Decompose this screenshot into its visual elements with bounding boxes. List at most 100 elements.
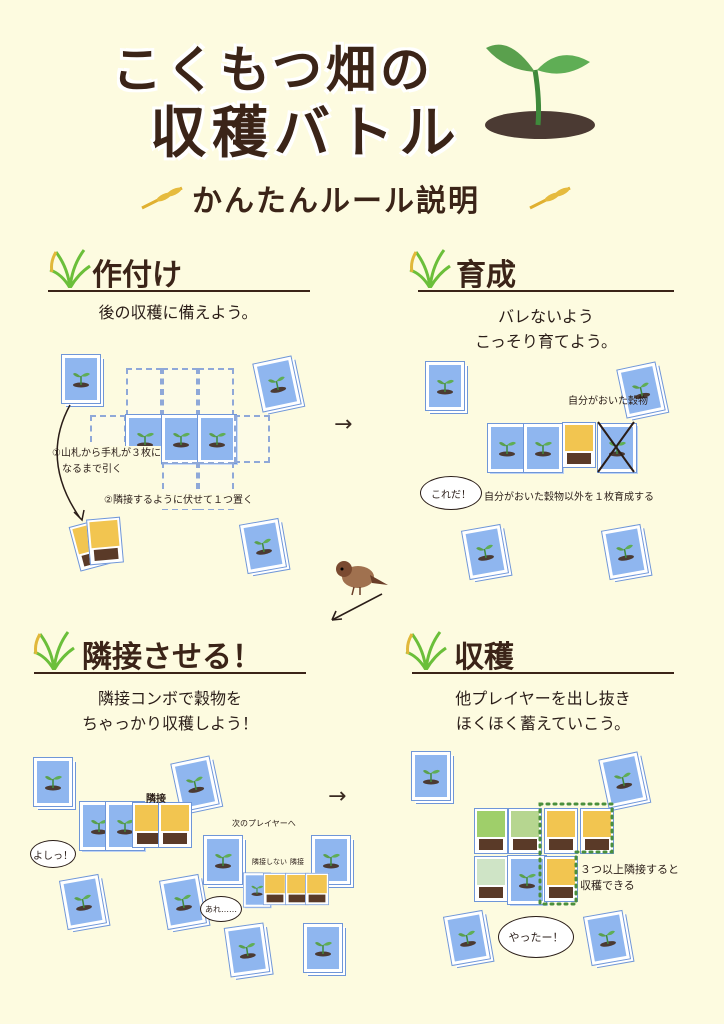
- deck-card: [62, 355, 100, 403]
- grain-card: [580, 808, 614, 854]
- planting-note-1: ①山札から手札が３枚に なるまで引く: [52, 446, 161, 478]
- label-adjacent-2: 隣接: [290, 858, 304, 866]
- sprout-icon: [186, 776, 205, 793]
- deck-card: [160, 875, 206, 929]
- empty-slot: [198, 368, 234, 416]
- rice-plant-icon: [405, 631, 447, 670]
- label-next-player: 次のプレイヤーへ: [232, 819, 296, 828]
- sprout-icon: [45, 775, 62, 791]
- sprout-icon: [476, 544, 494, 561]
- divider: [48, 290, 310, 292]
- harvest-group-outline: [538, 802, 614, 906]
- page-subtitle: かんたんルール説明: [192, 184, 480, 219]
- adjacent-description: 隣接コンボで穀物を ちゃっかり収穫しよう！: [81, 689, 258, 733]
- growing-note-other: 自分がおいた穀物以外を１枚育成する: [484, 492, 654, 503]
- sprout-icon: [73, 372, 90, 388]
- deck-card: [412, 752, 450, 800]
- deck-card: [253, 356, 301, 412]
- placed-card: [524, 424, 562, 472]
- grown-card: [562, 422, 596, 468]
- sprout-icon: [632, 382, 651, 399]
- deck-card: [462, 525, 508, 579]
- speech-bubble: あれ……: [200, 896, 242, 922]
- arrow-right-icon: →: [328, 784, 347, 809]
- sprout-icon: [215, 853, 232, 869]
- section-title-planting: 作付け: [92, 258, 182, 293]
- arrow-right-icon: →: [334, 412, 353, 437]
- sprout-icon: [458, 930, 476, 947]
- planting-note-2: ②隣接するように伏せて１つ置く: [104, 493, 253, 509]
- empty-slot: [126, 368, 162, 416]
- divider: [418, 290, 674, 292]
- deck-card: [602, 525, 648, 579]
- deck-card: [584, 911, 630, 965]
- sprout-icon: [268, 376, 287, 393]
- sprout-icon: [117, 819, 134, 835]
- section-title-adjacent: 隣接させる！: [82, 640, 262, 675]
- placed-card: [162, 415, 200, 463]
- sprout-icon: [315, 941, 332, 957]
- deck-card: [204, 836, 242, 884]
- divider: [412, 672, 674, 674]
- deck-card: [224, 923, 270, 977]
- empty-slot: [234, 415, 270, 463]
- wheat-icon: [529, 186, 571, 210]
- deck-card: [240, 519, 286, 573]
- sprout-icon: [174, 894, 192, 911]
- wheat-icon: [141, 186, 183, 210]
- sprout-icon: [616, 544, 634, 561]
- title-line-1: こくもつ畑の: [112, 41, 434, 99]
- harvest-description: 他プレイヤーを出し抜き ほくほく蓄えていこう。: [455, 689, 631, 733]
- sprout-icon: [535, 441, 552, 457]
- deck-card: [599, 752, 647, 808]
- deck-card: [60, 875, 106, 929]
- label-not-adjacent: 隣接しない: [252, 858, 287, 866]
- sprout-icon: [254, 538, 272, 555]
- grain-card: [508, 808, 542, 854]
- planting-description: 後の収穫に備えよう。: [98, 303, 258, 322]
- sprout-icon: [423, 769, 440, 785]
- sprout-icon: [614, 772, 633, 789]
- sprout-illustration: [485, 44, 595, 139]
- deck-card: [34, 758, 72, 806]
- divider: [34, 672, 306, 674]
- sparrow-illustration: [336, 561, 388, 596]
- deck-card: [171, 756, 219, 812]
- speech-bubble: これだ！: [420, 476, 482, 510]
- grain-card: [474, 808, 508, 854]
- sprout-icon: [91, 819, 108, 835]
- grain-card: [474, 856, 508, 902]
- sprout-icon: [74, 894, 92, 911]
- sprout-icon: [238, 943, 256, 959]
- grain-card: [263, 872, 287, 906]
- rice-plant-icon: [33, 631, 75, 670]
- sprout-icon: [173, 432, 190, 448]
- placed-card: [488, 424, 526, 472]
- sprout-icon: [137, 432, 154, 448]
- rice-plant-icon: [409, 249, 451, 288]
- curved-arrow: [56, 404, 85, 522]
- empty-slot: [162, 368, 198, 416]
- deck-card: [617, 362, 665, 418]
- sprout-icon: [598, 930, 616, 947]
- grain-card: [158, 802, 192, 848]
- deck-card: [444, 911, 490, 965]
- rice-plant-icon: [49, 249, 91, 288]
- sprout-icon: [251, 885, 264, 896]
- grain-card: [305, 872, 329, 906]
- section-title-growing: 育成: [456, 258, 516, 293]
- section-title-harvest: 収穫: [454, 640, 514, 675]
- hand-card: [86, 516, 124, 566]
- speech-bubble: やったー！: [498, 916, 574, 958]
- speech-bubble: よしっ！: [30, 840, 76, 868]
- label-adjacent: 隣接: [146, 794, 166, 805]
- cross-mark-icon: [597, 421, 635, 473]
- placed-card: [198, 415, 236, 463]
- sprout-icon: [209, 432, 226, 448]
- grain-card: [544, 808, 578, 854]
- sprout-icon: [323, 853, 340, 869]
- harvest-note: ３つ以上隣接すると 収穫できる: [580, 863, 679, 892]
- sprout-icon: [519, 873, 536, 889]
- growing-description: バレないよう こっそり育てよう。: [475, 307, 617, 351]
- arrow-down-left-icon: [331, 593, 383, 621]
